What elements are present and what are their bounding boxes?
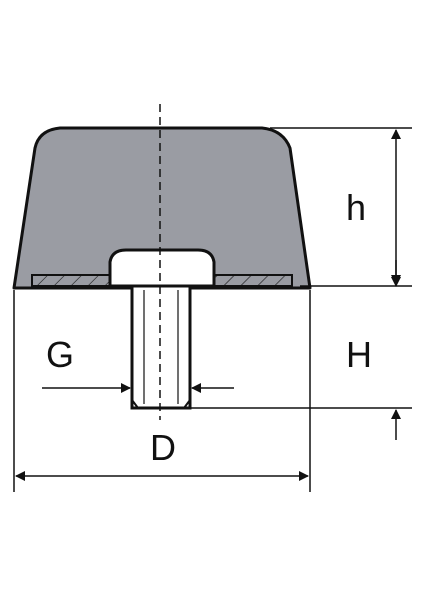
rubber-body (12, 126, 312, 290)
base-plate-left (31, 274, 111, 287)
label-H: H (346, 334, 372, 375)
threaded-stud (130, 284, 192, 410)
base-plate-right (211, 274, 293, 287)
bolt-head (108, 248, 216, 288)
label-G: G (46, 334, 74, 375)
label-D: D (150, 427, 176, 468)
label-h: h (346, 187, 366, 228)
stud-chamfer (131, 399, 191, 409)
